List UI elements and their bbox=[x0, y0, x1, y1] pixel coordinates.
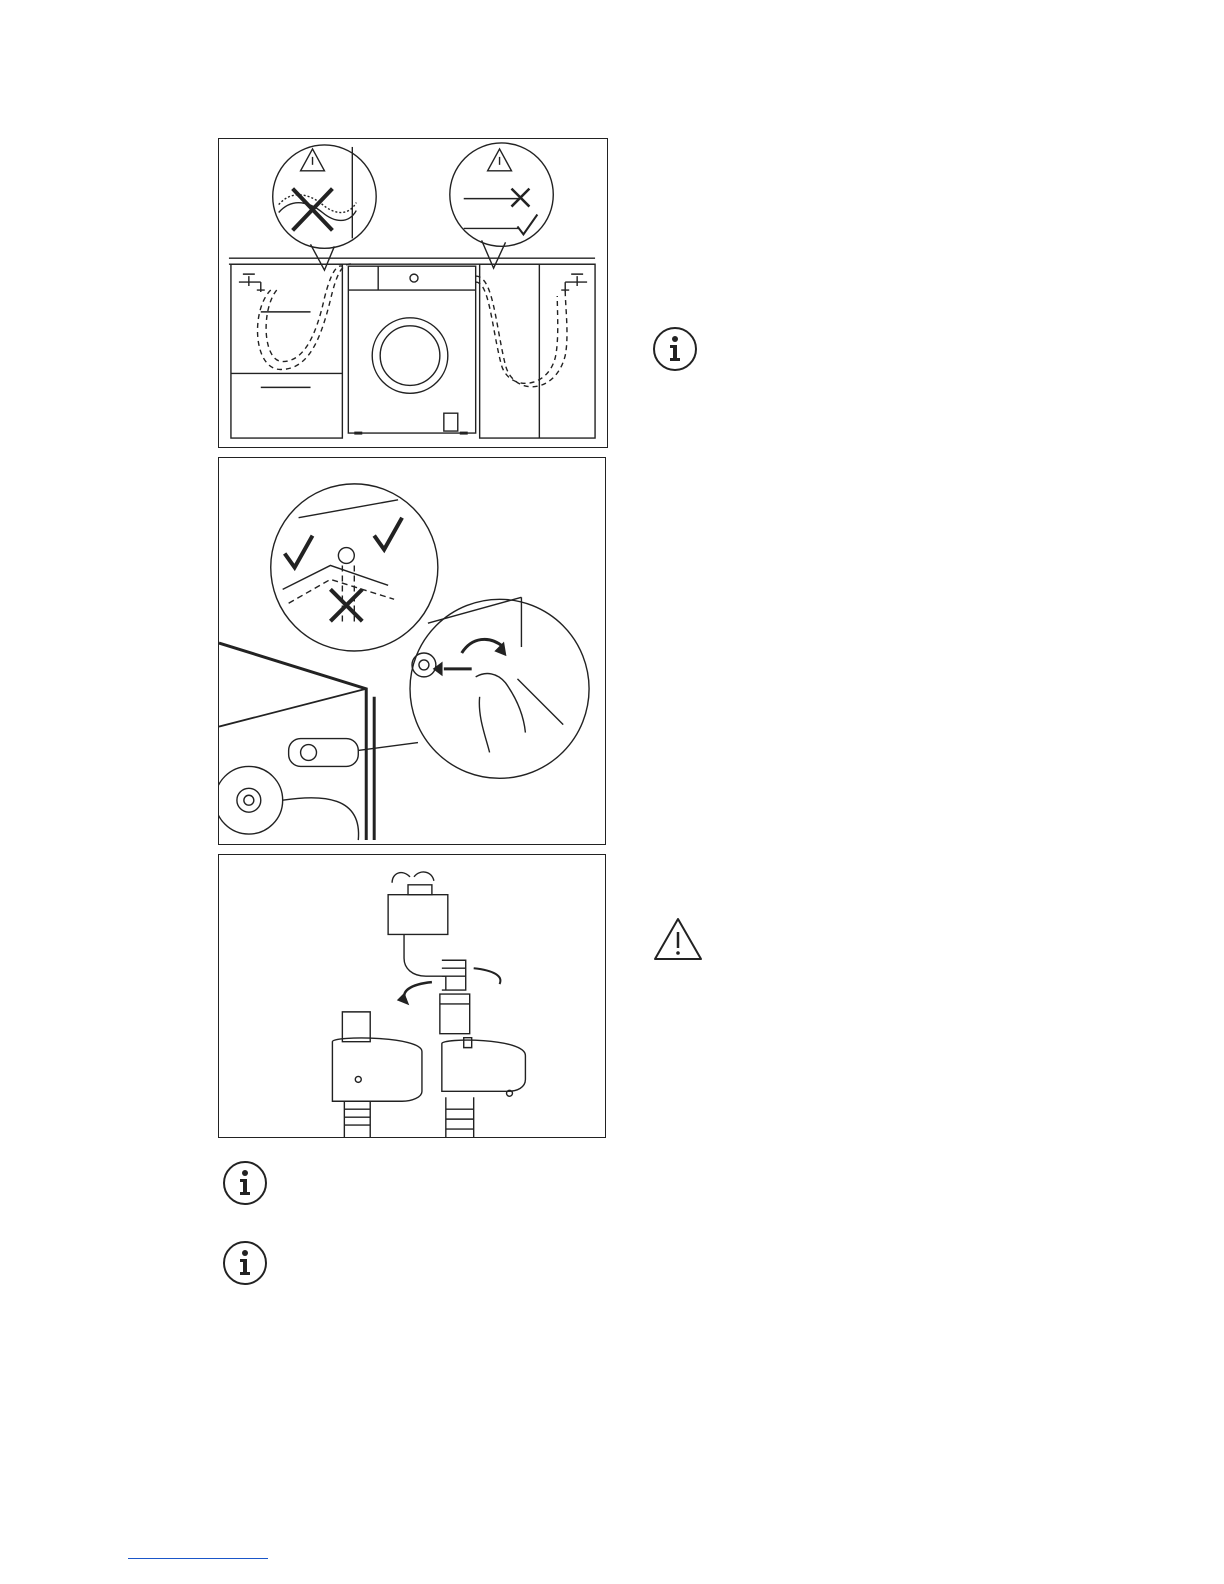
info-icon bbox=[652, 326, 698, 372]
warning-icon bbox=[652, 916, 704, 962]
figure-hose-routing bbox=[218, 138, 608, 448]
footer-rule bbox=[128, 1558, 268, 1559]
info-icon bbox=[222, 1160, 268, 1206]
info-icon bbox=[222, 1240, 268, 1286]
figure-inlet-angle bbox=[218, 457, 606, 845]
figure-tap-connection bbox=[218, 854, 606, 1138]
